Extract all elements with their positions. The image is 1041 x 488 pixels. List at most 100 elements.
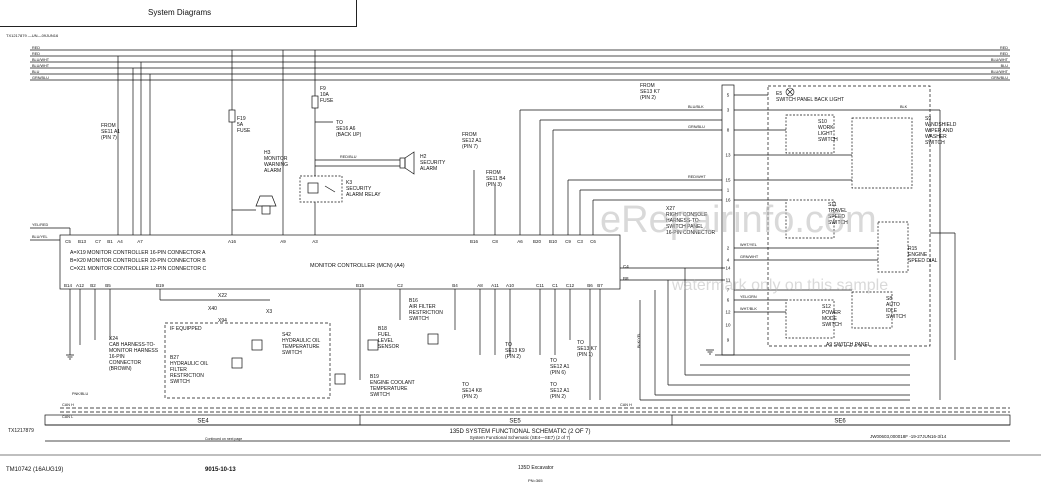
component-k3-line: SECURITY [346,186,372,192]
component-s12-line: POWER [822,310,841,316]
component-b27-line: SWITCH [170,379,190,385]
callout-from-se12-line: SE12 A1 [462,138,482,144]
fuse-f9-line: F9 [320,86,326,92]
x27-pin: 2 [727,246,730,251]
x27-pin: 13 [725,153,731,158]
component-s9-line: WASHER [925,134,947,140]
component-b16-line: B16 [409,298,418,304]
component-s9-line: S9 [925,116,931,122]
controller-pin-top: B20 [533,239,542,244]
component-b19-line: B19 [370,374,379,380]
component-k3-line: K3 [346,180,352,186]
controller-pin-right: C4 [623,264,629,269]
component-b18-line: B18 [378,326,387,332]
connector-x22: X22 [218,293,227,299]
x27-pin: 7 [727,288,730,293]
component-s12-line: SWITCH [822,322,842,328]
component-r15-line: ENGINE [908,252,928,258]
controller-pin-top: A9 [280,239,286,244]
bus-label-left: BLU/WHT [32,64,50,68]
wire-label-grn-blu: GRN/BLU [688,125,705,129]
wire-label-pnk-blu: PNK/BLU [72,392,89,396]
callout-to-se16-line: (BACK UP) [336,132,362,138]
caption-subtitle: System Functional Schematic (SE4—SE7) (2… [470,435,571,440]
callout-to-se12-a1-line: (PIN 6) [550,370,566,376]
callout-to-se13-k7-line: SE13 K7 [577,346,597,352]
wire-label-red-wht: RED/WHT [688,175,706,179]
component-x27-line: SWITCH PANEL [666,224,703,230]
bus-label-right: GRN/BLU [991,76,1008,80]
x27-pin: 4 [727,258,730,263]
component-h3-line: MONITOR [264,156,288,162]
component-b18-line: FUEL [378,332,391,338]
component-x27-line: HARNESS-TO- [666,218,701,224]
controller-pin-top: A7 [137,239,143,244]
controller-pin-right: B8 [623,276,629,281]
wire-label-wht-blk: WHT/BLK [740,307,757,311]
controller-title: MONITOR CONTROLLER (MCN) (A4) [310,263,405,269]
component-s10-line: WORK [818,125,834,131]
component-k3-line: ALARM RELAY [346,192,381,198]
x27-pin: 5 [727,93,730,98]
footer-pn: PN=365 [528,478,543,483]
component-b19-line: TEMPERATURE [370,386,408,392]
component-b27-line: FILTER [170,367,187,373]
component-e5-line: SWITCH PANEL BACK LIGHT [776,97,844,103]
caption-title: 135D SYSTEM FUNCTIONAL SCHEMATIC (2 OF 7… [449,429,590,435]
callout-from-se11-line: SE11 A1 [101,129,120,135]
component-s42-line: SWITCH [282,350,302,356]
footer-manual: TM10742 (16AUG19) [6,467,64,473]
component-b27-line: B27 [170,355,179,361]
callout-from-se11-b4-line: SE11 B4 [486,176,506,182]
bus-label-left: BLU [32,70,40,74]
section-label: SE4 [197,419,209,425]
controller-pin-bottom: B6 [587,283,593,288]
controller-pin-top: C8 [492,239,498,244]
component-s11-line: SWITCH [828,220,848,226]
callout-to-se13-k7-line: TO [577,340,584,346]
lamp-icon [785,87,795,97]
controller-pin-top: B13 [78,239,87,244]
callout-to-se16-line: TO [336,120,343,126]
x27-pin: 8 [727,128,730,133]
wire-label-blk-yel: BLK/YEL [637,333,641,348]
component-s8-line: SWITCH [886,314,906,320]
controller-pin-bottom: B5 [105,283,111,288]
x27-pin: 11 [726,278,731,283]
component-s9-line: WIPER AND [925,128,953,134]
component-b27-line: HYDRAULIC OIL [170,361,209,367]
component-b27-line: RESTRICTION [170,373,204,379]
if-equipped-label: IF EQUIPPED [170,326,202,332]
controller-pin-bottom: B4 [452,283,458,288]
callout-to-se16-line: SE16 A6 [336,126,356,132]
fuse-f19-line: F19 [237,116,246,122]
controller-pin-top: B10 [549,239,558,244]
controller-pin-bottom: B19 [156,283,165,288]
bus-label-left: RED [32,46,40,50]
callout-from-se11-b4-line: FROM [486,170,501,176]
component-b16-line: RESTRICTION [409,310,443,316]
component-h2-line: SECURITY [420,160,446,166]
component-s12-line: MODE [822,316,838,322]
component-x24-line: 16-PIN [109,354,125,360]
reference-id: JW00603,000018F -19-27JUN16-3/14 [870,434,947,439]
component-x24-line: (BROWN) [109,366,132,372]
controller-pin-bottom: A11 [491,283,499,288]
callout-to-se13-k7-line: (PIN 1) [577,352,593,358]
x27-pin: 6 [727,298,730,303]
component-h2-line: ALARM [420,166,437,172]
header-box: System Diagrams [0,0,357,27]
component-h3-line: WARNING [264,162,288,168]
bus-label-right: BLU [1001,64,1009,68]
fuse-f9-line: FUSE [320,98,334,104]
bus-label-right: BLU/WHT [991,70,1009,74]
callout-to-se12-a1-line: SE12 A1 [550,364,570,370]
callout-to-se14-k8-line: (PIN 2) [462,394,478,400]
component-s11-line: SPEED [828,214,845,220]
watermark-subtext: watermark only on this sample [671,277,888,294]
bus-label-right: BLU/WHT [991,58,1009,62]
callout-to-se14-k8-line: SE14 K8 [462,388,482,394]
bus-label-left: RED [32,52,40,56]
wire-label-yel-red: YEL/RED [32,223,49,227]
